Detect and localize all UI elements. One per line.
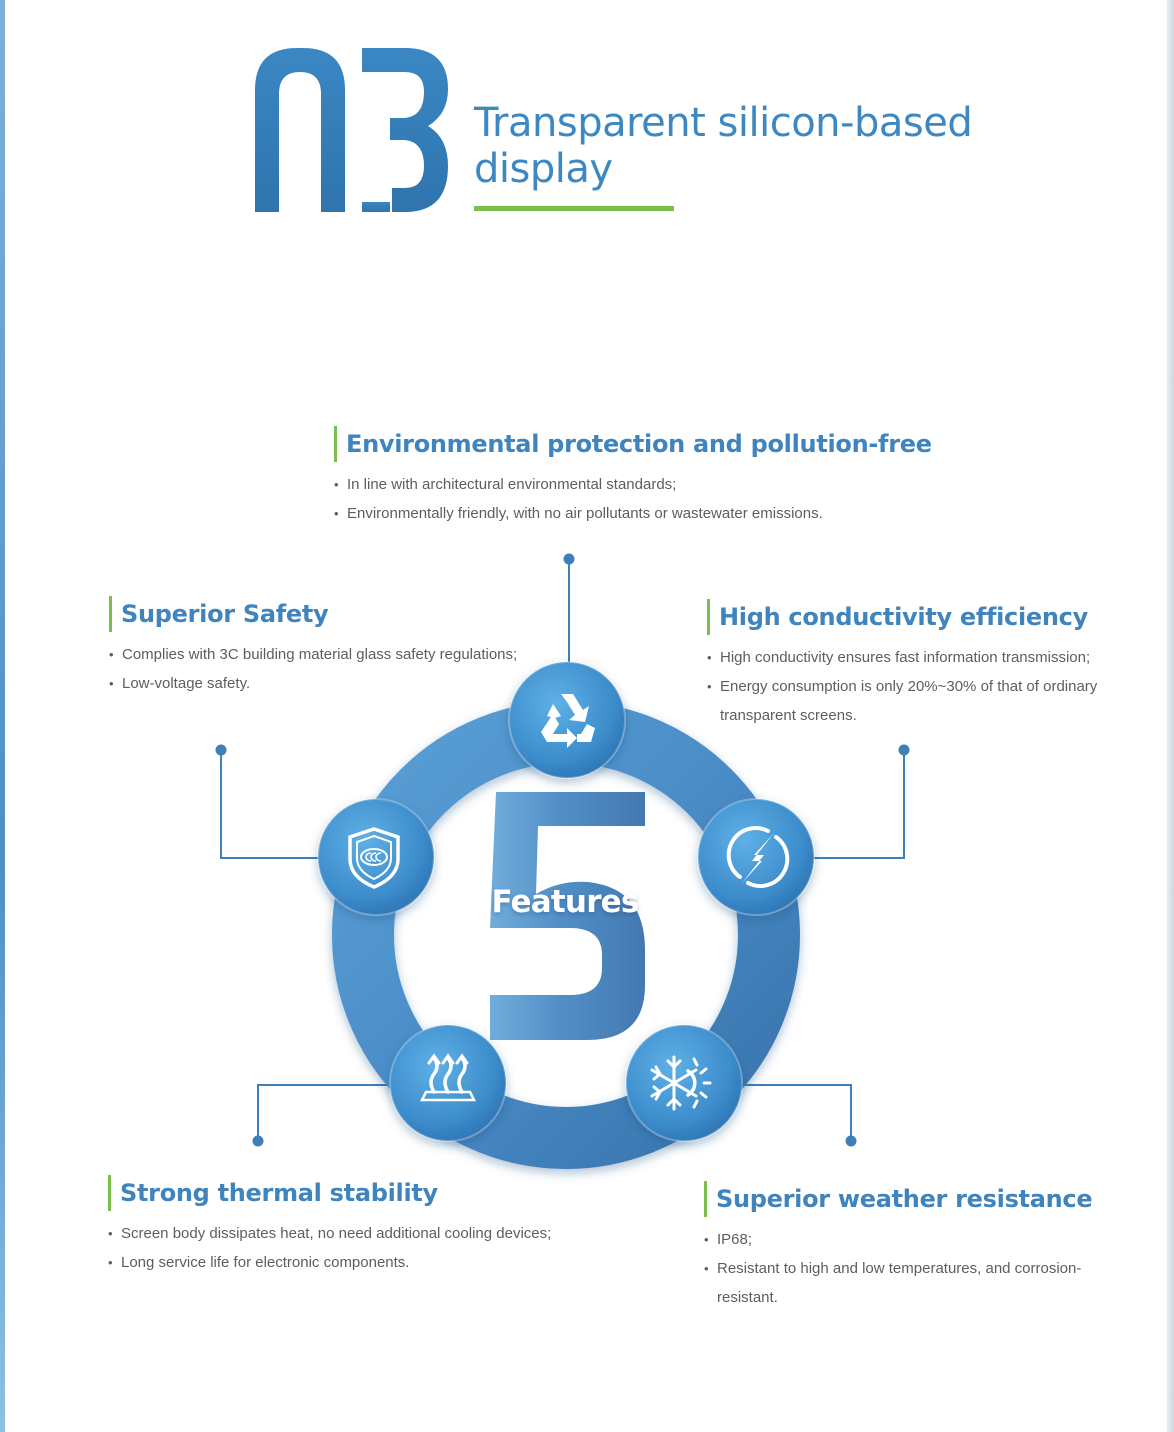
feature-bullet: Energy consumption is only 20%~30% of th… <box>707 672 1127 730</box>
feature-environmental: Environmental protection and pollution-f… <box>334 426 954 528</box>
heat-dissipation-icon <box>419 1053 477 1102</box>
feature-accent-bar <box>707 599 710 635</box>
feature-title: Strong thermal stability <box>120 1179 438 1207</box>
page-edge-right <box>1167 0 1174 1432</box>
section-number-graphic <box>255 48 448 212</box>
feature-conductivity: High conductivity efficiency High conduc… <box>707 599 1127 730</box>
shield-ccc-icon <box>348 827 400 889</box>
feature-bullet-list: In line with architectural environmental… <box>334 470 954 528</box>
feature-bullet-list: Screen body dissipates heat, no need add… <box>108 1219 628 1277</box>
feature-weather: Superior weather resistance IP68; Resist… <box>704 1181 1124 1312</box>
feature-accent-bar <box>108 1175 111 1211</box>
feature-title: Environmental protection and pollution-f… <box>346 430 932 458</box>
feature-bullet: Environmentally friendly, with no air po… <box>334 499 954 528</box>
feature-bullet-list: High conductivity ensures fast informati… <box>707 643 1127 730</box>
feature-accent-bar <box>109 596 112 632</box>
feature-bullet: Resistant to high and low temperatures, … <box>704 1254 1124 1312</box>
feature-thermal: Strong thermal stability Screen body dis… <box>108 1175 628 1277</box>
recycle-icon <box>541 694 595 748</box>
snowflake-sun-icon <box>650 1055 712 1111</box>
title-underline <box>474 206 674 211</box>
page-title: Transparent silicon-based display <box>474 100 973 192</box>
feature-bullet: IP68; <box>704 1225 1124 1254</box>
feature-title: High conductivity efficiency <box>719 603 1088 631</box>
feature-title: Superior Safety <box>121 600 329 628</box>
lightning-icon <box>726 826 790 888</box>
feature-bullet-list: IP68; Resistant to high and low temperat… <box>704 1225 1124 1312</box>
feature-bullet: Low-voltage safety. <box>109 669 569 698</box>
feature-bullet: High conductivity ensures fast informati… <box>707 643 1127 672</box>
feature-title: Superior weather resistance <box>716 1185 1093 1213</box>
features-label: Features <box>491 884 639 920</box>
feature-bullet-list: Complies with 3C building material glass… <box>109 640 569 698</box>
feature-accent-bar <box>334 426 337 462</box>
feature-bullet: Screen body dissipates heat, no need add… <box>108 1219 628 1248</box>
feature-bullet: In line with architectural environmental… <box>334 470 954 499</box>
feature-safety: Superior Safety Complies with 3C buildin… <box>109 596 569 698</box>
feature-accent-bar <box>704 1181 707 1217</box>
feature-bullet: Long service life for electronic compone… <box>108 1248 628 1277</box>
feature-bullet: Complies with 3C building material glass… <box>109 640 569 669</box>
page-edge-left <box>0 0 5 1432</box>
